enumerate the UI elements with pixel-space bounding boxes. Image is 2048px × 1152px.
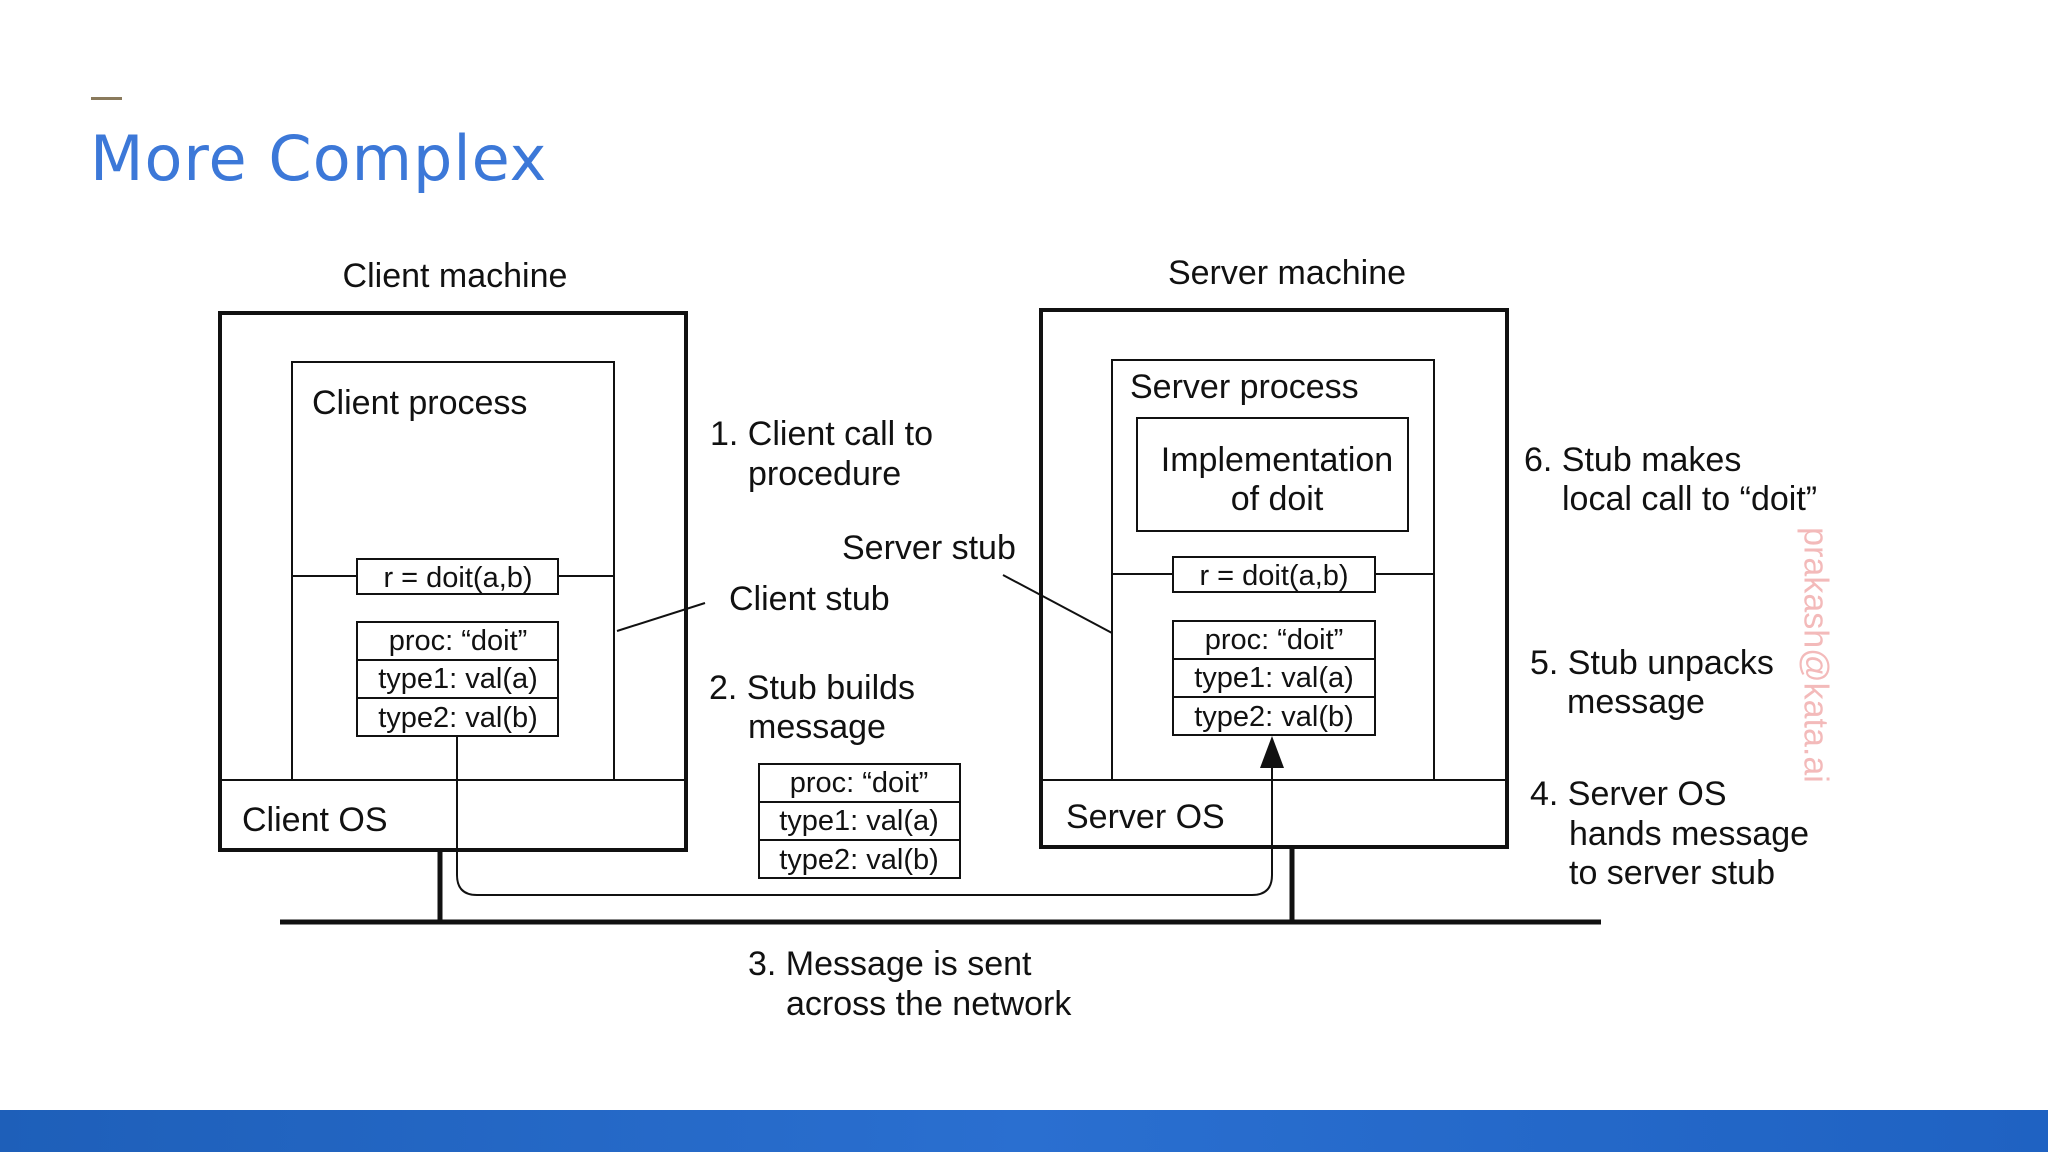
client-call-box	[356, 558, 559, 595]
step5-line1: 5. Stub unpacks	[1530, 644, 1774, 682]
step1-line2: procedure	[748, 455, 901, 493]
step2-line1: 2. Stub builds	[709, 669, 915, 707]
server-machine-label: Server machine	[1168, 254, 1406, 292]
client-msg-type1: type1: val(a)	[378, 663, 538, 695]
server-machine-box	[1039, 308, 1509, 849]
server-msg-type2: type2: val(b)	[1194, 701, 1354, 733]
implementation-label-line2: of doit	[1231, 480, 1324, 518]
step3-line2: across the network	[786, 985, 1072, 1023]
client-msg-type2: type2: val(b)	[378, 702, 538, 734]
client-call-text: r = doit(a,b)	[383, 562, 532, 594]
transit-message-table: proc: “doit” type1: val(a) type2: val(b)	[758, 763, 961, 879]
watermark: prakash@kata.ai	[1796, 527, 1835, 783]
slide-title: More Complex	[90, 122, 548, 195]
server-call-text: r = doit(a,b)	[1199, 560, 1348, 592]
client-machine-label: Client machine	[343, 257, 568, 295]
step2-line2: message	[748, 708, 886, 746]
server-process-label: Server process	[1130, 368, 1359, 406]
title-accent-dash	[91, 97, 122, 100]
client-machine-box	[218, 311, 688, 852]
transit-msg-type2: type2: val(b)	[779, 844, 939, 876]
client-message-table: proc: “doit” type1: val(a) type2: val(b)	[356, 621, 559, 737]
implementation-box	[1136, 417, 1409, 532]
message-path	[456, 736, 1273, 896]
server-msg-type1: type1: val(a)	[1194, 662, 1354, 694]
transit-msg-type1: type1: val(a)	[779, 805, 939, 837]
step1-line1: 1. Client call to	[710, 415, 933, 453]
transit-msg-proc: proc: “doit”	[790, 767, 929, 799]
client-stub-label: Client stub	[729, 580, 890, 618]
step5-line2: message	[1567, 683, 1705, 721]
implementation-label-line1: Implementation	[1161, 441, 1393, 479]
server-message-table: proc: “doit” type1: val(a) type2: val(b)	[1172, 620, 1376, 736]
step6-line1: 6. Stub makes	[1524, 441, 1741, 479]
step4-line1: 4. Server OS	[1530, 775, 1727, 813]
step6-line2: local call to “doit”	[1562, 480, 1817, 518]
server-os-label: Server OS	[1066, 798, 1225, 836]
footer-bar	[0, 1110, 2048, 1152]
server-stub-pointer	[1002, 574, 1113, 634]
step4-line3: to server stub	[1569, 854, 1775, 892]
message-arrowhead	[1260, 736, 1284, 768]
server-stub-label: Server stub	[842, 529, 1016, 567]
server-msg-proc: proc: “doit”	[1205, 624, 1344, 656]
client-os-label: Client OS	[242, 801, 388, 839]
client-stub-pointer	[616, 602, 706, 632]
server-call-box	[1172, 556, 1376, 593]
client-msg-proc: proc: “doit”	[389, 625, 528, 657]
step3-line1: 3. Message is sent	[748, 945, 1032, 983]
client-process-label: Client process	[312, 384, 527, 422]
step4-line2: hands message	[1569, 815, 1809, 853]
